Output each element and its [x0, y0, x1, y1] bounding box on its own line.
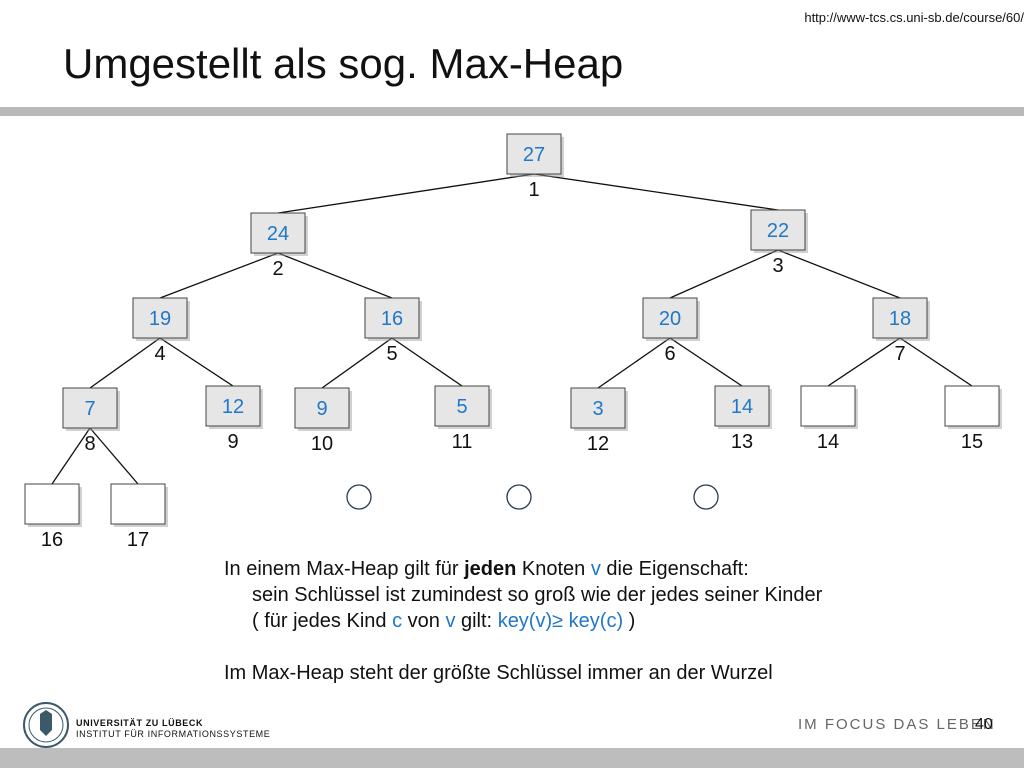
- source-url: http://www-tcs.cs.uni-sb.de/course/60/: [804, 10, 1024, 25]
- placeholder-circle-3: [693, 484, 719, 510]
- node-key-7: 18: [889, 308, 911, 330]
- node-box-17: [110, 483, 166, 525]
- node-box-8: [62, 387, 118, 429]
- node-key-6: 20: [659, 308, 681, 330]
- node-key-11: 5: [456, 396, 467, 418]
- placeholder-circle-2: [506, 484, 532, 510]
- edge-3-7: [777, 249, 901, 299]
- node-box-9: [205, 385, 261, 427]
- university-name: UNIVERSITÄT ZU LÜBECK INSTITUT FÜR INFOR…: [76, 718, 271, 739]
- edge-4-8: [89, 337, 161, 389]
- property-line-3: ( für jedes Kind c von v gilt: key(v)≥ k…: [252, 610, 636, 632]
- node-index-6: 6: [664, 343, 675, 365]
- node-box-6: [642, 297, 698, 339]
- property-line-1: In einem Max-Heap gilt für jeden Knoten …: [224, 558, 749, 580]
- bottom-bar: [0, 748, 1024, 768]
- node-box-7: [872, 297, 928, 339]
- node-key-2: 24: [267, 223, 289, 245]
- edge-2-4: [159, 252, 279, 299]
- node-box-4: [132, 297, 188, 339]
- title-divider-bar: [0, 107, 1024, 116]
- node-index-13: 13: [731, 431, 753, 453]
- edge-6-12: [597, 337, 671, 389]
- node-box-3: [750, 209, 806, 251]
- slide-title: Umgestellt als sog. Max-Heap: [63, 40, 624, 87]
- edge-3-6: [669, 249, 779, 299]
- node-index-16: 16: [41, 529, 63, 551]
- node-index-2: 2: [272, 258, 283, 280]
- node-box-1: [506, 133, 562, 175]
- edge-2-5: [277, 252, 393, 299]
- edge-8-16: [51, 427, 91, 485]
- node-box-14: [800, 385, 856, 427]
- edge-6-13: [669, 337, 743, 387]
- edge-7-14: [827, 337, 901, 387]
- node-index-8: 8: [84, 433, 95, 455]
- node-index-5: 5: [386, 343, 397, 365]
- node-box-16: [24, 483, 80, 525]
- node-box-5: [364, 297, 420, 339]
- node-box-2: [250, 212, 306, 254]
- node-box-11: [434, 385, 490, 427]
- node-box-15: [944, 385, 1000, 427]
- node-index-15: 15: [961, 431, 983, 453]
- node-key-9: 12: [222, 396, 244, 418]
- edge-7-15: [899, 337, 973, 387]
- node-index-1: 1: [528, 179, 539, 201]
- node-index-7: 7: [894, 343, 905, 365]
- edge-1-2: [277, 173, 535, 214]
- node-box-10: [294, 387, 350, 429]
- node-index-4: 4: [154, 343, 165, 365]
- edge-1-3: [533, 173, 779, 211]
- edge-5-11: [391, 337, 463, 387]
- page-number: 40: [975, 716, 993, 733]
- edge-8-17: [89, 427, 139, 485]
- node-key-8: 7: [84, 398, 95, 420]
- node-key-4: 19: [149, 308, 171, 330]
- node-index-12: 12: [587, 433, 609, 455]
- edge-5-10: [321, 337, 393, 389]
- node-index-3: 3: [772, 255, 783, 277]
- placeholder-circle-1: [346, 484, 372, 510]
- node-index-11: 11: [452, 431, 473, 453]
- edge-4-9: [159, 337, 234, 387]
- node-index-10: 10: [311, 433, 333, 455]
- node-box-12: [570, 387, 626, 429]
- heap-property-text: In einem Max-Heap gilt für jeden Knoten …: [224, 556, 822, 686]
- node-key-12: 3: [592, 398, 603, 420]
- property-line-2: sein Schlüssel ist zumindest so groß wie…: [252, 584, 823, 606]
- node-key-13: 14: [731, 396, 753, 418]
- node-key-10: 9: [316, 398, 327, 420]
- node-index-14: 14: [817, 431, 839, 453]
- node-key-1: 27: [523, 144, 545, 166]
- node-box-13: [714, 385, 770, 427]
- node-key-5: 16: [381, 308, 403, 330]
- university-seal-logo: [23, 702, 69, 748]
- node-key-3: 22: [767, 220, 789, 242]
- node-index-17: 17: [127, 529, 149, 551]
- footer-slogan: IM FOCUS DAS LEBEN: [798, 716, 996, 733]
- property-line-4: Im Max-Heap steht der größte Schlüssel i…: [224, 662, 773, 684]
- node-index-9: 9: [227, 431, 238, 453]
